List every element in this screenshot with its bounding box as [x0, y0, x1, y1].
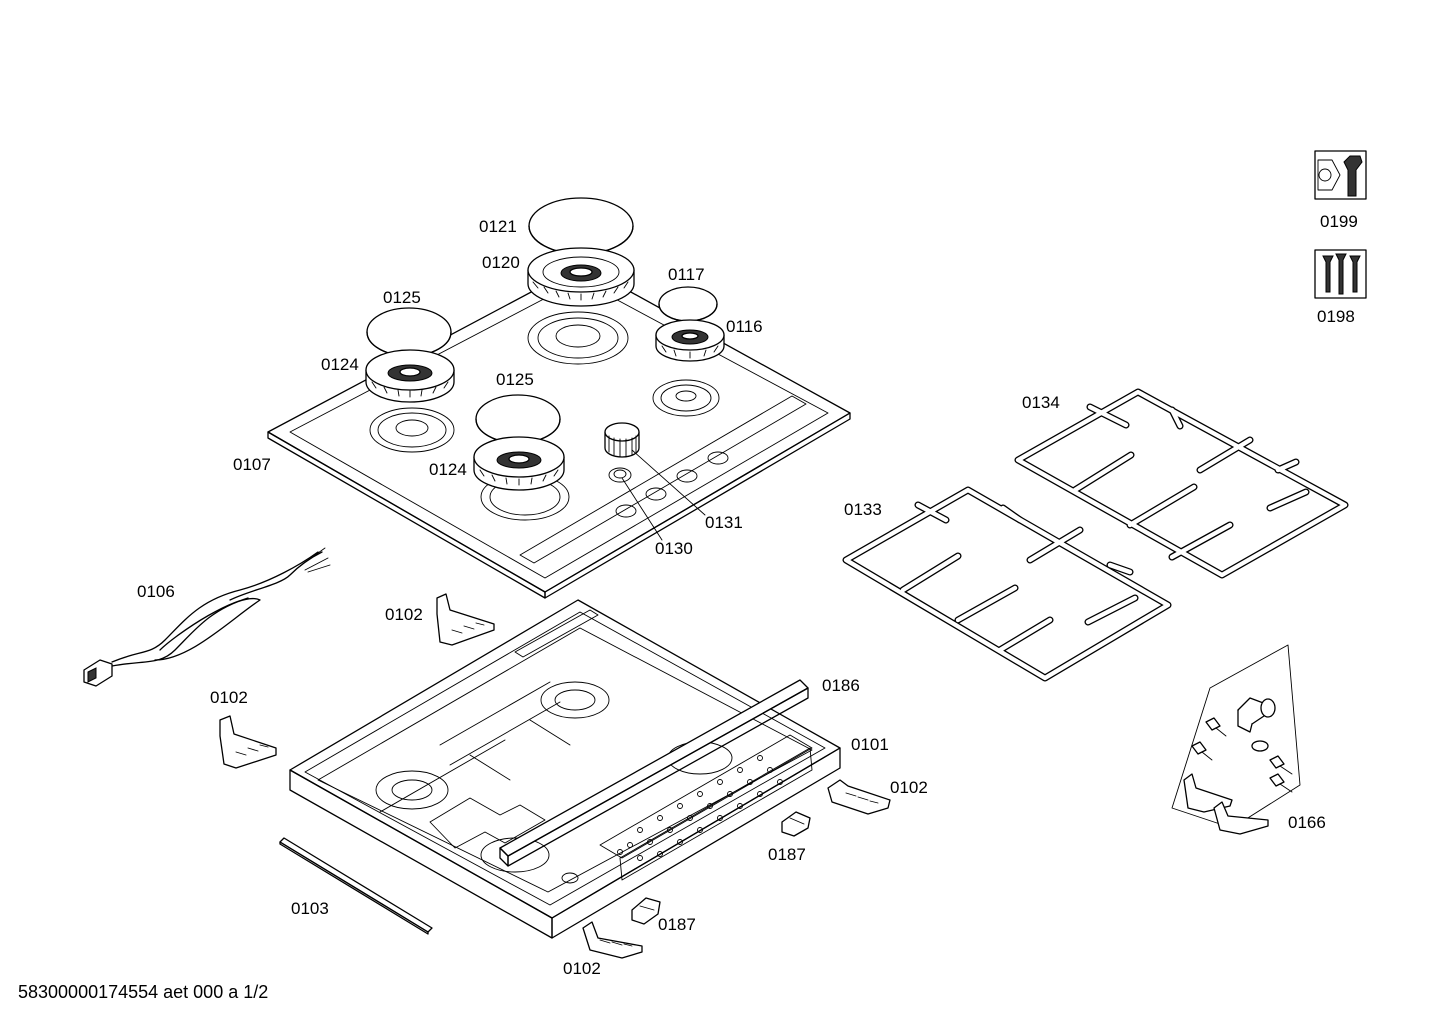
screws-icon: [1314, 249, 1367, 299]
label-0107: 0107: [233, 455, 271, 474]
label-0117: 0117: [668, 265, 705, 284]
hob-top-panel: [267, 264, 851, 599]
label-0187-bottom: 0187: [658, 915, 696, 934]
pan-support-left: [842, 486, 1172, 682]
washer: [1251, 740, 1269, 752]
burner-head-medium-left: [365, 349, 455, 403]
label-0166: 0166: [1288, 813, 1326, 832]
label-0102-bottom: 0102: [563, 959, 601, 978]
label-0130: 0130: [655, 539, 693, 558]
kit-bracket-a: [1183, 773, 1233, 813]
label-0125: 0125: [383, 288, 421, 307]
label-0102-left: 0102: [210, 688, 248, 707]
part-labels: 0121 0120 0117 0116 0125 0124 0125 0124 …: [137, 212, 1358, 978]
kit-bracket-b: [1213, 801, 1269, 835]
burner-head-medium-front: [473, 436, 565, 491]
label-0106: 0106: [137, 582, 175, 601]
label-0199: 0199: [1320, 212, 1358, 231]
clamp-bracket-top: [436, 593, 495, 646]
screws: [1191, 717, 1293, 793]
label-0198: 0198: [1317, 307, 1355, 326]
label-0116: 0116: [726, 317, 763, 336]
power-cable: [83, 547, 331, 687]
label-0103: 0103: [291, 899, 329, 918]
label-0125-front: 0125: [496, 370, 534, 389]
accessory-kit: [1171, 644, 1301, 835]
control-knob: [604, 422, 640, 458]
burner-cap-large: [528, 197, 634, 255]
footer-document-code: 58300000174554 aet 000 a 1/2: [18, 982, 268, 1002]
label-0133: 0133: [844, 500, 882, 519]
clamp-bracket-left: [219, 715, 277, 769]
label-0124: 0124: [321, 355, 359, 374]
label-0101: 0101: [851, 735, 889, 754]
gas-elbow-fitting: [1237, 697, 1276, 733]
label-0102-top: 0102: [385, 605, 423, 624]
burner-cap-medium-left: [366, 307, 452, 357]
seal-strip: [279, 837, 433, 935]
leader-lines: [621, 449, 706, 541]
burner-cap-medium-front: [475, 394, 561, 444]
nut-wrench-icon: [1314, 150, 1367, 200]
label-0124-front: 0124: [429, 460, 467, 479]
label-0187-right: 0187: [768, 845, 806, 864]
label-0102-right: 0102: [890, 778, 928, 797]
clamp-bracket-bottom: [582, 921, 643, 959]
support-rail: [499, 679, 809, 867]
fixing-clip-right: [781, 811, 811, 837]
burner-head-small: [655, 319, 725, 362]
fixing-clip-bottom: [631, 897, 661, 925]
burner-cap-small: [658, 286, 718, 322]
burner-head-large: [527, 247, 635, 307]
pan-support-right: [1014, 388, 1349, 579]
label-0186: 0186: [822, 676, 860, 695]
clamp-bracket-right: [827, 779, 891, 815]
label-0120: 0120: [482, 253, 520, 272]
label-0121: 0121: [479, 217, 517, 236]
label-0134: 0134: [1022, 393, 1060, 412]
bottom-tray: [289, 599, 841, 939]
label-0131: 0131: [705, 513, 743, 532]
